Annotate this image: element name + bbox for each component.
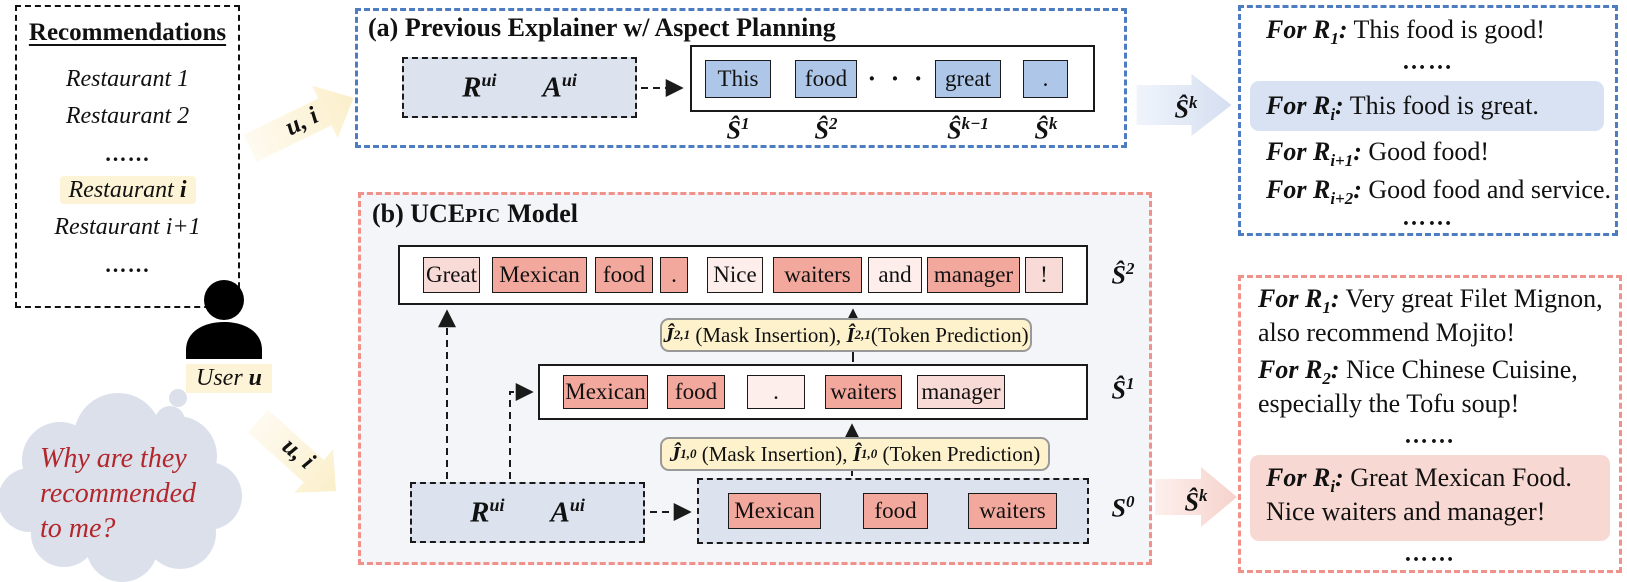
ui-arrow-label-bottom: u, i [276,432,320,475]
explanation-line: For R2: Nice Chinese Cuisine, [1258,355,1578,389]
explanation-line: For R1: This food is good! [1266,15,1545,49]
highlighted-explanation: For Ri: Great Mexican Food. Nice waiters… [1250,455,1610,541]
user-label: User u [186,364,273,393]
recommendations-title: Recommendations [28,19,227,46]
s2-label: Ŝ2 [1111,259,1135,290]
explanation-line: For R1: Very great Filet Mignon, [1258,284,1603,318]
token: food [863,493,928,529]
token: great [935,60,1001,98]
explanation-line: also recommend Mojito! [1258,318,1516,347]
recommendations-panel: Recommendations Restaurant 1 Restaurant … [15,5,240,308]
token: food [595,257,653,293]
a-ui-symbol: Aui [550,495,585,529]
token: Mexican [563,375,648,409]
step-label-sk-1: Ŝk−1 [947,114,989,145]
highlighted-explanation: For Ri: This food is great. [1250,81,1604,131]
token: Great [423,257,480,293]
token: waiters [773,257,862,293]
explanation-line: especially the Tofu soup! [1258,389,1520,418]
token: Mexican [728,493,821,529]
sk-label-pink: Ŝk [1184,486,1208,517]
step-label-sk: Ŝk [1034,114,1058,145]
r-ui-symbol: Rui [462,70,497,104]
token: food [795,60,857,98]
list-item: Restaurant 1 [65,66,190,92]
token: Nice [707,257,763,293]
list-ellipsis: …… [104,141,151,166]
sk-label-blue: Ŝk [1174,93,1198,124]
token: . [660,257,688,293]
thought-text: Why are they recommended to me? [40,443,197,544]
list-item-highlighted: Restaurant i [17,172,238,209]
list-ellipsis: …… [104,252,151,277]
list-item: Restaurant 2 [65,103,190,129]
token: food [667,375,725,409]
token: manager [917,375,1005,409]
s1-label: Ŝ1 [1111,374,1135,405]
ellipsis-line: …… [1404,541,1456,567]
step-label-s1: Ŝ1 [726,114,750,145]
sequence-ellipsis: · · · [867,64,927,93]
ellipsis-line: …… [1402,49,1454,75]
token: . [1023,60,1068,98]
output-a-content: For R1: This food is good! …… For Ri: Th… [1238,5,1618,236]
list-item: Restaurant i+1 [54,214,201,240]
panel-a-title: (a) Previous Explainer w/ Aspect Plannin… [368,13,836,42]
panel-a-input-box: Rui Aui [402,57,637,118]
token: waiters [968,493,1057,529]
token: ! [1025,257,1063,293]
explanation-line: For Ri+2: Good food and service. [1266,175,1612,209]
r-ui-symbol: Rui [470,495,505,529]
a-ui-symbol: Aui [542,70,577,104]
panel-b-input-box: Rui Aui [410,482,645,543]
token: and [868,257,922,293]
explanation-line: For Ri+1: Good food! [1266,137,1489,171]
ui-arrow-label-top: u, i [280,101,323,142]
ellipsis-line: …… [1404,423,1456,449]
step-label-s2: Ŝ2 [814,114,838,145]
token: This [705,60,771,98]
panel-b-title: (b) UCEPIC Model [372,199,578,228]
token: waiters [825,375,902,409]
ellipsis-line: …… [1402,205,1454,231]
output-b-content: For R1: Very great Filet Mignon, also re… [1238,275,1622,573]
s0-label: S0 [1111,492,1135,523]
token: . [747,375,805,409]
token: manager [927,257,1020,293]
token: Mexican [492,257,587,293]
